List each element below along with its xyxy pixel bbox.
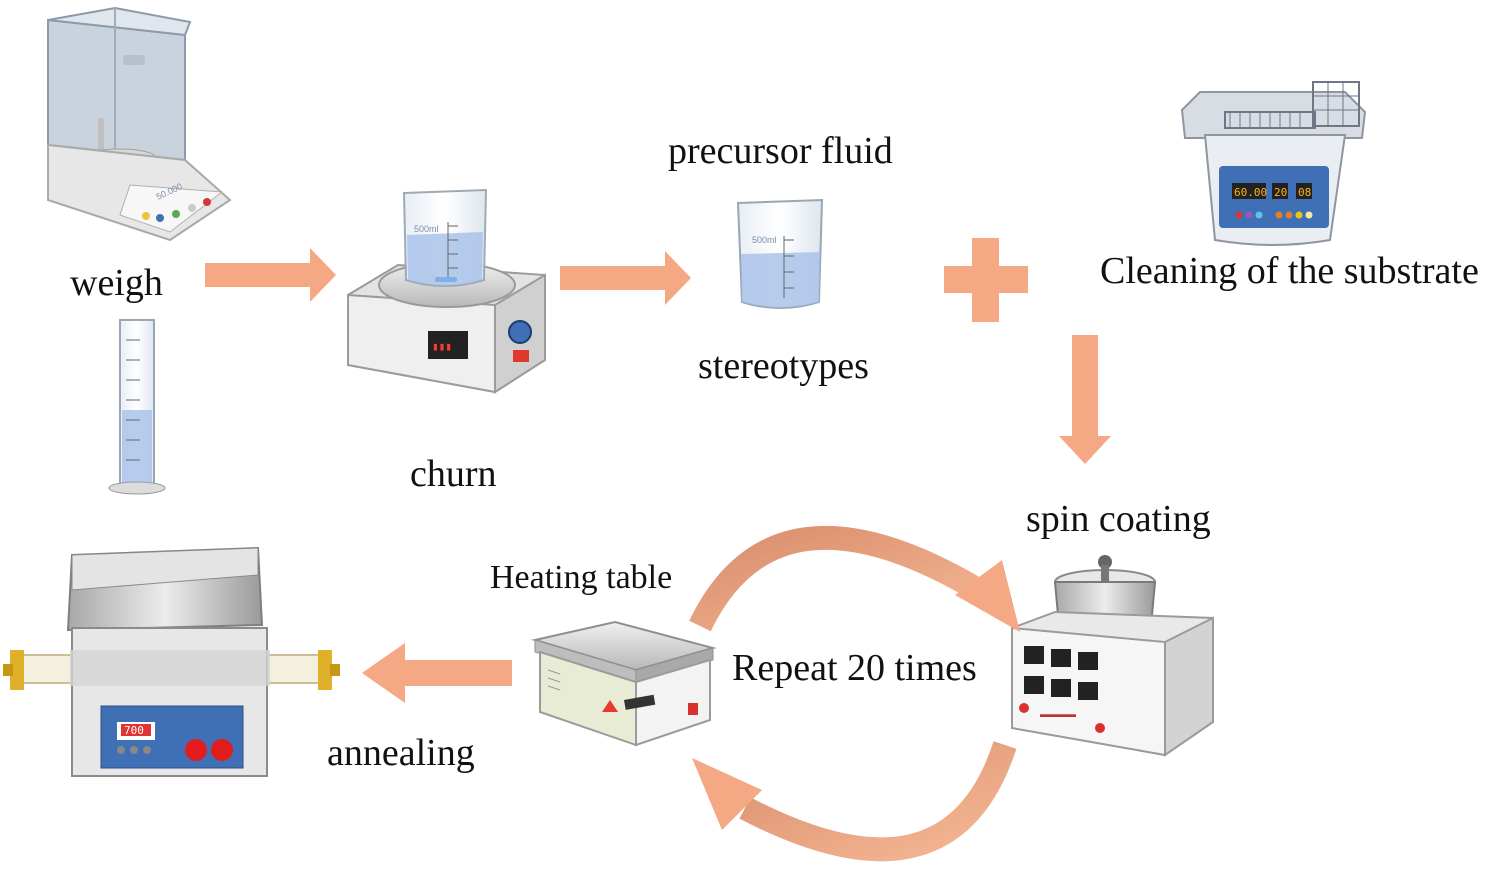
tube-furnace-icon: 700	[3, 546, 340, 777]
arrow-down-to-spin-coating	[1059, 335, 1111, 464]
cleaner-time-display: 60.00	[1234, 186, 1267, 199]
label-churn: churn	[410, 453, 497, 495]
label-spin-coating: spin coating	[1026, 498, 1211, 540]
label-stereotypes: stereotypes	[698, 345, 869, 387]
label-cleaning-substrate: Cleaning of the substrate	[1100, 250, 1479, 292]
furnace-temp-display: 700	[124, 724, 144, 737]
svg-text:▬▬▬▬: ▬▬▬▬	[1040, 709, 1076, 719]
heating-table-icon	[531, 620, 717, 747]
plus-icon	[944, 238, 1028, 322]
cleaner-mode-display: 08	[1298, 186, 1311, 199]
arrow-weigh-to-churn	[205, 248, 336, 302]
svg-text:▮▮▮: ▮▮▮	[432, 340, 452, 353]
stirrer-beaker-volume: 500ml	[414, 224, 439, 234]
label-repeat: Repeat 20 times	[732, 647, 977, 689]
label-precursor-fluid: precursor fluid	[668, 130, 893, 172]
precursor-beaker-icon: 500ml	[736, 198, 824, 309]
arrow-heating-to-annealing	[362, 643, 512, 703]
cycle-arrow-lower	[692, 741, 1017, 862]
ultrasonic-cleaner-icon: 60.00 20 08	[1180, 81, 1367, 246]
cycle-arrow-upper	[689, 525, 1020, 632]
precursor-beaker-volume: 500ml	[752, 235, 777, 245]
spin-coater-icon: ▬▬▬▬	[1011, 555, 1214, 757]
label-heating-table: Heating table	[490, 559, 672, 596]
analytical-balance-icon: 50.000	[47, 6, 232, 242]
label-weigh: weigh	[70, 262, 163, 304]
magnetic-stirrer-icon: ▮▮▮ 500ml	[347, 188, 546, 394]
cleaner-temp-display: 20	[1274, 186, 1287, 199]
graduated-cylinder-icon	[108, 319, 166, 495]
arrow-churn-to-fluid	[560, 251, 691, 305]
label-annealing: annealing	[327, 732, 475, 774]
